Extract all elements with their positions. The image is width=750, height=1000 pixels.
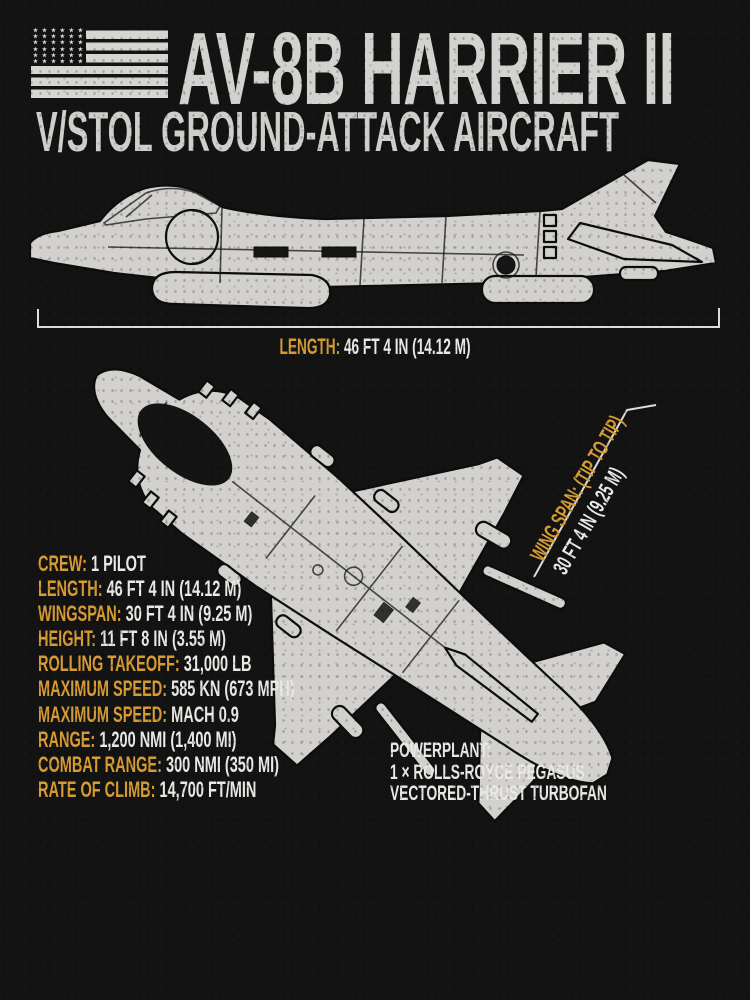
spec-value: 30 FT 4 IN (9.25 M) [125,601,253,627]
spec-label: WINGSPAN: [38,601,122,627]
spec-value: 46 FT 4 IN (14.12 M) [106,576,242,602]
flag-stars-row: ★ ★ ★ ★ ★ ★ ★ ★ ★ [33,52,86,59]
spec-label: MAXIMUM SPEED: [38,701,168,727]
spec-row: LENGTH: 46 FT 4 IN (14.12 M) [38,576,295,601]
spec-value: 11 FT 8 IN (3.55 M) [100,626,227,652]
spec-row: COMBAT RANGE: 300 NMI (350 MI) [38,752,295,777]
spec-label: ROLLING TAKEOFF: [38,651,180,677]
flag-stars-row: ★ ★ ★ ★ ★ ★ ★ ★ ★ [33,40,86,47]
design-subtitle: V/STOL GROUND-ATTACK AIRCRAFT [36,100,619,164]
spec-label: RATE OF CLIMB: [38,776,156,802]
spec-row: RATE OF CLIMB: 14,700 FT/MIN [38,777,295,802]
design-title: AV-8B HARRIER II [178,11,675,126]
spec-label: MAXIMUM SPEED: [38,676,168,702]
spec-value: 14,700 FT/MIN [159,776,257,802]
flag-stars-row: ★ ★ ★ ★ ★ ★ ★ ★ ★ [33,34,86,41]
spec-row: ROLLING TAKEOFF: 31,000 LB [38,651,295,676]
spec-value: 1 PILOT [90,551,146,576]
spec-label: LENGTH: [38,576,103,602]
flag-stars-row: ★ ★ ★ ★ ★ ★ ★ ★ ★ [33,59,86,65]
spec-row: RANGE: 1,200 NMI (1,400 MI) [38,727,295,752]
length-caption-label: LENGTH: [279,334,341,359]
powerplant-block: POWERPLANT: 1 × ROLLS-ROYCE PEGASUS VECT… [390,738,729,805]
spec-row: MAXIMUM SPEED: MACH 0.9 [38,702,295,727]
side-view-blueprint [28,158,718,310]
length-caption-value: 46 FT 4 IN (14.12 M) [343,334,471,359]
spec-row: MAXIMUM SPEED: 585 KN (673 MPH) [38,676,295,701]
spec-value: 300 NMI (350 MI) [165,751,279,777]
spec-row: WINGSPAN: 30 FT 4 IN (9.25 M) [38,601,295,626]
flag-canton: ★ ★ ★ ★ ★ ★ ★ ★ ★ ★ ★ ★ ★ ★ ★ ★ ★ ★ ★ ★ … [31,27,86,65]
powerplant-label: POWERPLANT: [390,738,491,762]
top-view-blueprint [93,368,627,823]
spec-row: CREW: 1 PILOT [38,551,295,576]
flag-stars-row: ★ ★ ★ ★ ★ ★ ★ ★ ★ [33,46,86,53]
spec-value: 585 KN (673 MPH) [171,676,295,702]
spec-row: HEIGHT: 11 FT 8 IN (3.55 M) [38,626,295,651]
top-view-wrapper [0,214,735,936]
spec-label: CREW: [38,551,87,576]
spec-value: 1,200 NMI (1,400 MI) [99,726,237,752]
spec-label: COMBAT RANGE: [38,751,162,777]
flag-stars-row: ★ ★ ★ ★ ★ ★ ★ ★ ★ [33,28,86,34]
spec-label: HEIGHT: [38,626,97,652]
specs-list: CREW: 1 PILOT LENGTH: 46 FT 4 IN (14.12 … [38,551,427,802]
powerplant-line2: VECTORED-THRUST TURBOFAN [390,781,607,805]
powerplant-line1: 1 × ROLLS-ROYCE PEGASUS [390,759,585,784]
spec-value: 31,000 LB [183,651,252,677]
length-caption: LENGTH: 46 FT 4 IN (14.12 M) [0,334,750,360]
us-flag-icon: ★ ★ ★ ★ ★ ★ ★ ★ ★ ★ ★ ★ ★ ★ ★ ★ ★ ★ ★ ★ … [31,27,168,98]
spec-label: RANGE: [38,726,96,752]
spec-value: MACH 0.9 [171,701,239,727]
